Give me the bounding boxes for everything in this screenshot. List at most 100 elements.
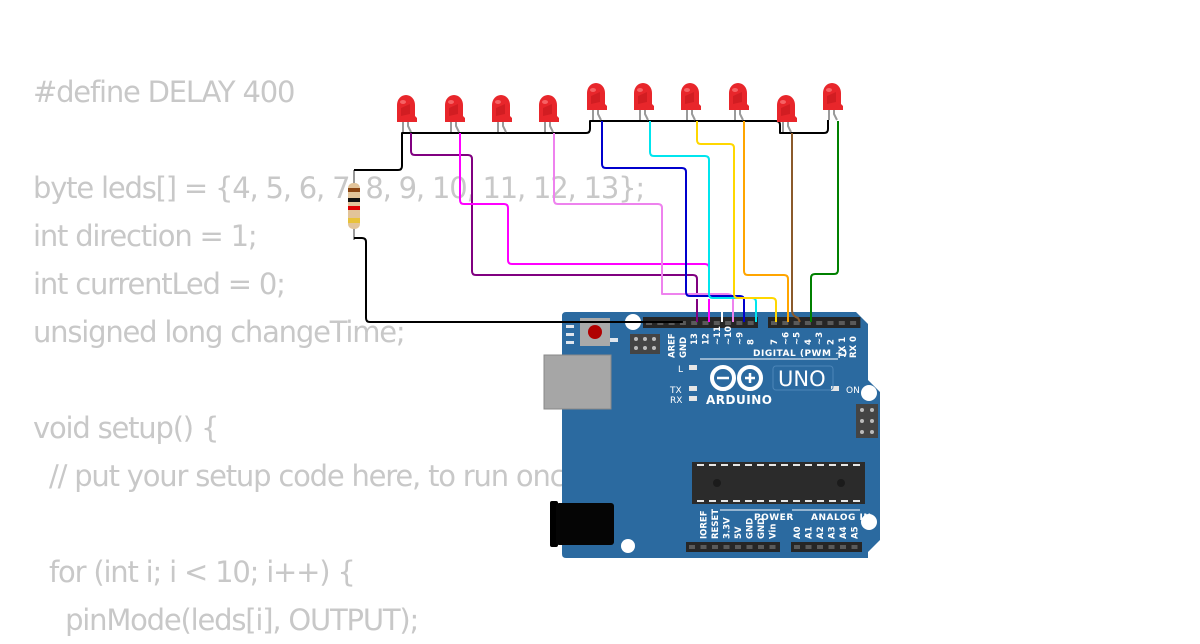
header-pin[interactable] [736,321,743,325]
header-pin[interactable] [723,545,730,549]
icsp-header-2 [856,404,878,438]
led-8[interactable] [729,83,749,121]
led3-wire[interactable] [661,240,723,322]
code-line: void setup() { [33,411,219,445]
pin-label: ~5 [793,332,803,345]
pin-label: GND [746,518,756,539]
pin-label: GND [679,337,689,358]
power-pin-header[interactable] [686,542,780,552]
header-pin[interactable] [793,321,800,325]
header-pin[interactable] [840,545,846,549]
pin-label: 5V [734,526,744,539]
led8-wire[interactable] [743,121,789,322]
code-line: int currentLed = 0; [33,267,286,301]
header-pin[interactable] [691,321,698,325]
led1-wire[interactable] [410,133,698,322]
mounting-hole [861,514,877,530]
resistor[interactable] [348,170,360,240]
code-line: for (int i; i < 10; i++) { [33,555,356,589]
svg-text:RX: RX [670,396,682,406]
header-pin[interactable] [828,545,835,549]
header-pin[interactable] [712,545,718,549]
pin-label: ~6 [781,332,791,345]
header-pin[interactable] [702,321,709,325]
led2-wire[interactable] [459,133,710,322]
header-pin[interactable] [771,321,777,325]
led7-wire[interactable] [696,121,777,322]
led4-wire[interactable] [553,133,663,240]
code-line: #define DELAY 400 [33,75,295,109]
pin-label: A5 [851,526,861,539]
led-9[interactable] [777,95,797,133]
arduino-logo: ARDUINO [706,365,772,407]
pin-label: A4 [839,526,849,539]
led-1[interactable] [397,95,417,133]
header-pin[interactable] [817,545,823,549]
led-10[interactable] [823,83,843,121]
pin-label: 12 [702,333,712,345]
mounting-hole [861,385,877,401]
header-pin[interactable] [851,545,858,549]
led-3[interactable] [492,95,512,133]
header-pin[interactable] [700,545,707,549]
led-4[interactable] [539,95,559,133]
pin-label: A1 [805,526,815,539]
pin-label: AREF [668,333,678,358]
code-line: // put your setup code here, to run once… [33,459,591,493]
pin-label: GND [757,518,767,539]
led5-wire[interactable] [601,121,745,322]
analog-pin-header[interactable] [791,542,862,552]
microcontroller-chip [692,462,865,504]
pin-label: ~3 [815,332,825,345]
led-2[interactable] [445,95,465,133]
header-pin[interactable] [827,321,834,325]
resistor-band [348,218,360,223]
header-pin[interactable] [838,321,845,325]
led6-wire[interactable] [649,121,757,322]
uno-badge: UNO [772,365,834,391]
header-pin[interactable] [689,545,695,549]
usb-port [543,354,612,410]
gnd-wire[interactable] [354,120,829,171]
led9-wire[interactable] [791,133,801,323]
gnd-wire[interactable] [354,237,683,323]
pin-label: 8 [747,339,757,345]
header-pin[interactable] [746,545,753,549]
pin-label: ~9 [735,332,745,345]
header-pin[interactable] [725,321,732,325]
header-pin[interactable] [747,321,754,325]
header-pin[interactable] [782,321,789,325]
led10-wire[interactable] [810,121,839,322]
svg-text:ON: ON [846,386,860,396]
svg-text:TX: TX [669,386,682,396]
led-5[interactable] [587,83,607,121]
pin-label: TX 1 [838,337,848,358]
wires [354,120,839,323]
header-pin[interactable] [850,321,857,325]
pin-label: ~11 [713,326,723,345]
header-pin[interactable] [713,321,720,325]
header-pin[interactable] [735,545,741,549]
mounting-hole [621,539,635,553]
pin-label: RX 0 [849,336,859,358]
header-pin[interactable] [816,321,823,325]
resistor-band [348,206,360,210]
svg-text:UNO: UNO [778,367,826,391]
code-line: int direction = 1; [33,219,258,253]
code-line: unsigned long changeTime; [33,315,406,349]
header-pin[interactable] [804,321,811,325]
header-pin[interactable] [805,545,812,549]
header-pin[interactable] [794,545,800,549]
header-pin[interactable] [758,545,764,549]
led-7[interactable] [681,83,701,121]
header-pin[interactable] [769,545,776,549]
icsp-header-1 [630,334,660,354]
pin-label: RESET [711,509,721,539]
pin-label: 7 [770,339,780,345]
resistor-band [348,188,360,192]
pin-label: ~10 [724,326,734,345]
led-6[interactable] [634,83,654,121]
